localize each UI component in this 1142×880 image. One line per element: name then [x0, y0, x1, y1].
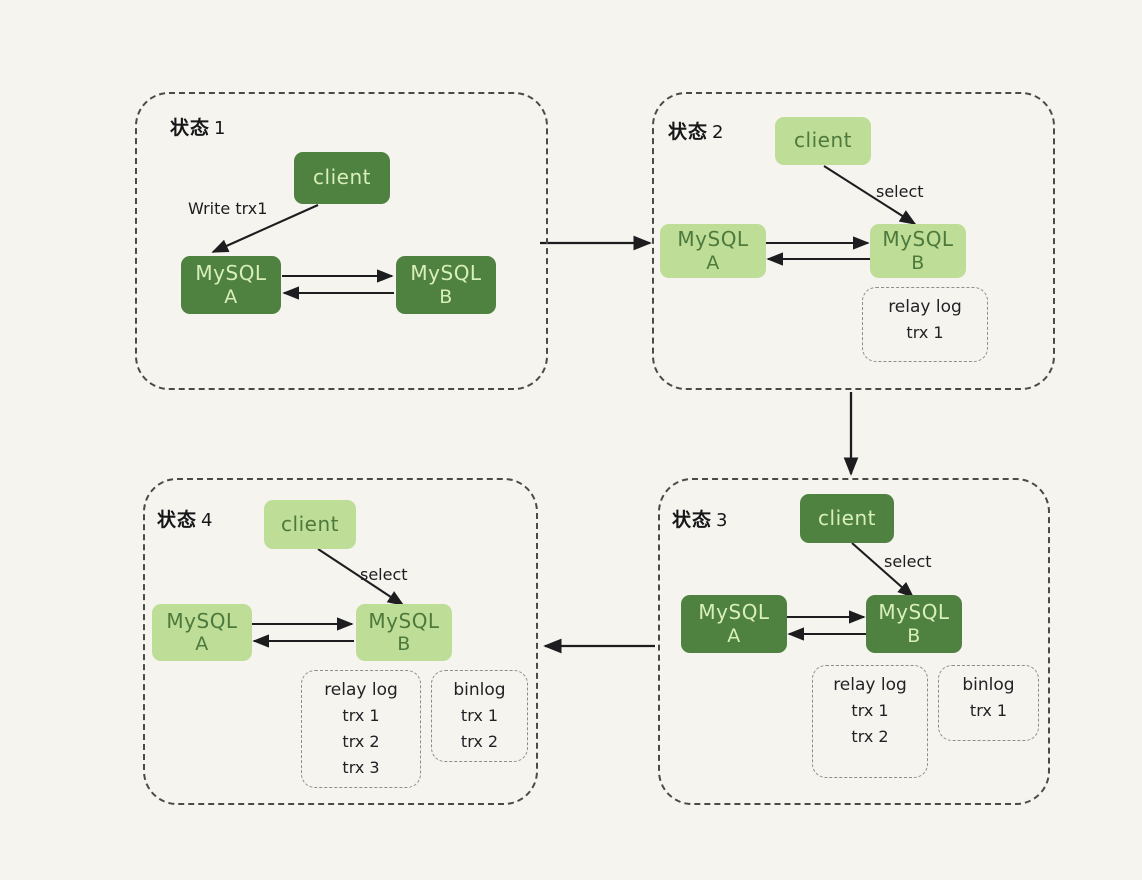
node-label-line2: A — [706, 251, 720, 274]
panel-title-text: 状态 — [170, 117, 211, 139]
logbox-row: trx 2 — [460, 732, 499, 751]
node-mysql-a-state-2[interactable]: MySQL A — [660, 224, 766, 278]
node-mysql-a-state-1[interactable]: MySQL A — [181, 256, 281, 314]
node-label-line1: MySQL — [195, 261, 267, 285]
node-mysql-b-state-4[interactable]: MySQL B — [356, 604, 452, 661]
node-label-line2: A — [224, 285, 238, 308]
logbox-title: relay log — [888, 297, 962, 317]
panel-state-3 — [658, 478, 1050, 805]
node-label-line2: B — [911, 251, 925, 274]
panel-title-text: 状态 — [672, 509, 713, 531]
node-mysql-a-state-3[interactable]: MySQL A — [681, 595, 787, 653]
logbox-row: trx 1 — [969, 701, 1008, 720]
panel-title-text: 状态 — [157, 509, 198, 531]
panel-state-1 — [135, 92, 548, 390]
node-mysql-b-state-3[interactable]: MySQL B — [866, 595, 962, 653]
node-mysql-b-state-2[interactable]: MySQL B — [870, 224, 966, 278]
panel-title-text: 状态 — [668, 121, 709, 143]
edge-label-select-state-4: select — [360, 565, 408, 584]
node-mysql-b-state-1[interactable]: MySQL B — [396, 256, 496, 314]
node-client-state-4[interactable]: client — [264, 500, 356, 549]
node-label-line2: A — [727, 624, 741, 647]
node-label-line1: MySQL — [677, 227, 749, 251]
logbox-row: trx 1 — [906, 323, 944, 342]
logbox-relay-log-state-3: relay log trx 1 trx 2 — [812, 665, 928, 778]
edge-label-select-state-2: select — [876, 182, 924, 201]
panel-title-number: 4 — [201, 510, 214, 531]
logbox-row: trx 1 — [342, 706, 380, 725]
node-label-line1: MySQL — [882, 227, 954, 251]
panel-title-number: 2 — [712, 122, 725, 143]
node-label-line2: B — [907, 624, 921, 647]
node-label-line1: MySQL — [368, 608, 440, 633]
node-label: client — [313, 165, 371, 190]
node-label-line1: MySQL — [166, 608, 238, 633]
panel-state-2 — [652, 92, 1055, 390]
logbox-row: trx 1 — [851, 701, 889, 720]
node-label-line2: A — [195, 633, 209, 656]
edge-label-write-trx1: Write trx1 — [188, 199, 268, 218]
node-label: client — [794, 128, 852, 153]
node-client-state-1[interactable]: client — [294, 152, 390, 204]
logbox-binlog-state-4: binlog trx 1 trx 2 — [431, 670, 528, 762]
node-mysql-a-state-4[interactable]: MySQL A — [152, 604, 252, 661]
node-label: client — [818, 505, 876, 530]
logbox-title: relay log — [833, 675, 907, 695]
panel-title-number: 1 — [214, 118, 227, 139]
logbox-title: relay log — [324, 680, 398, 700]
logbox-row: trx 3 — [342, 758, 380, 777]
node-label-line2: B — [397, 633, 411, 656]
panel-title-number: 3 — [716, 510, 729, 531]
node-label: client — [281, 511, 339, 536]
node-label-line2: B — [439, 285, 453, 308]
node-label-line1: MySQL — [410, 261, 482, 285]
edge-label-select-state-3: select — [884, 552, 932, 571]
logbox-binlog-state-3: binlog trx 1 — [938, 665, 1039, 741]
node-label-line1: MySQL — [878, 600, 950, 624]
logbox-row: trx 2 — [851, 727, 889, 746]
node-label-line1: MySQL — [698, 600, 770, 624]
node-client-state-2[interactable]: client — [775, 117, 871, 165]
logbox-title: binlog — [962, 675, 1015, 695]
logbox-title: binlog — [453, 680, 506, 700]
panel-state-4 — [143, 478, 538, 805]
logbox-row: trx 1 — [460, 706, 499, 725]
logbox-row: trx 2 — [342, 732, 380, 751]
logbox-relay-log-state-2: relay log trx 1 — [862, 287, 988, 362]
logbox-relay-log-state-4: relay log trx 1 trx 2 trx 3 — [301, 670, 421, 788]
node-client-state-3[interactable]: client — [800, 494, 894, 543]
